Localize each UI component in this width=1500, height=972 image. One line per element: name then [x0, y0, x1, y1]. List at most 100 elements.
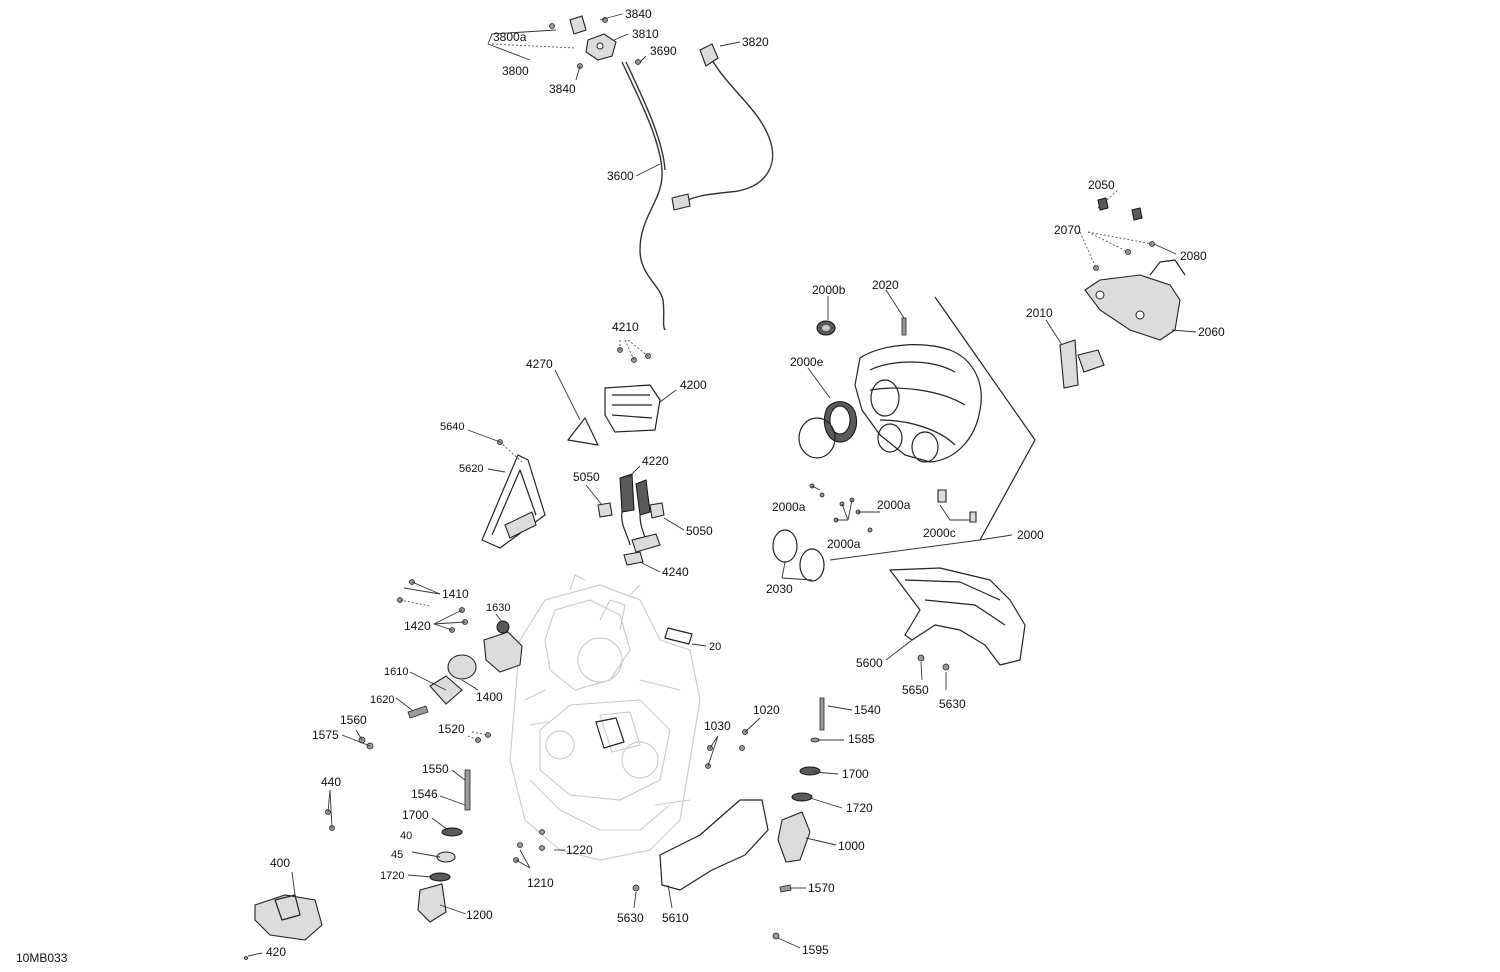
callout-1700-left: 1700	[402, 808, 429, 822]
callout-2000: 2000	[1017, 528, 1044, 542]
sleeve-20	[664, 627, 693, 645]
clip-5050-right	[649, 502, 665, 519]
callout-40: 40	[400, 830, 412, 842]
callout-1410: 1410	[442, 587, 469, 601]
callout-1595: 1595	[802, 943, 829, 957]
callout-5610: 5610	[662, 911, 689, 925]
callout-2000c: 2000c	[923, 526, 956, 540]
cover-5620	[481, 439, 546, 549]
callout-1620: 1620	[370, 694, 394, 706]
callout-5620: 5620	[459, 463, 483, 475]
callout-2050: 2050	[1088, 178, 1115, 192]
callout-4210: 4210	[612, 320, 639, 334]
diagram-code: 10MB033	[16, 951, 68, 965]
callout-2000a-left: 2000a	[772, 500, 806, 514]
sensor-2000c	[937, 489, 947, 503]
mount-bracket-2060	[1084, 197, 1186, 341]
sensor-connector	[671, 193, 691, 211]
callout-1720-right: 1720	[846, 801, 873, 815]
callout-2000a-bottom: 2000a	[827, 537, 861, 551]
clip-5050-left	[597, 502, 613, 518]
callout-2000e: 2000e	[790, 355, 824, 369]
callout-5640: 5640	[440, 421, 464, 433]
bracket-4200	[604, 347, 661, 433]
callout-3800: 3800	[502, 64, 529, 78]
callout-1520: 1520	[438, 722, 465, 736]
fitting-2000c	[969, 511, 977, 523]
callout-1000: 1000	[838, 839, 865, 853]
callout-2020: 2020	[872, 278, 899, 292]
callout-420: 420	[266, 945, 286, 959]
sensor-bracket	[699, 43, 719, 67]
throttle-housing	[549, 15, 641, 69]
callout-5600: 5600	[856, 656, 883, 670]
callout-440: 440	[321, 775, 341, 789]
callout-3800a: 3800a	[493, 30, 527, 44]
callout-45: 45	[391, 849, 403, 861]
callout-4200: 4200	[680, 378, 707, 392]
callout-5630-bottom: 5630	[617, 911, 644, 925]
callout-1610: 1610	[384, 666, 408, 678]
callout-1570: 1570	[808, 881, 835, 895]
intake-clamps-2030	[772, 529, 825, 582]
callout-1630: 1630	[486, 602, 510, 614]
callout-2000b: 2000b	[812, 283, 846, 297]
callout-5050-left: 5050	[573, 470, 600, 484]
callout-1400: 1400	[476, 690, 503, 704]
hoses-4220	[597, 473, 665, 547]
callout-20: 20	[709, 641, 721, 653]
callout-1020: 1020	[753, 703, 780, 717]
heat-shield-5610	[659, 799, 769, 891]
callout-1220: 1220	[566, 843, 593, 857]
callout-1540: 1540	[854, 703, 881, 717]
callout-2080: 2080	[1180, 249, 1207, 263]
throttle-cable-inner	[625, 61, 666, 171]
callout-1575: 1575	[312, 728, 339, 742]
callout-1560: 1560	[340, 713, 367, 727]
callout-3820: 3820	[742, 35, 769, 49]
callout-4220: 4220	[642, 454, 669, 468]
callout-1550: 1550	[422, 762, 449, 776]
mount-stack-1000	[772, 697, 825, 940]
fasteners-1020-1030	[705, 729, 748, 769]
callout-5630-right: 5630	[939, 697, 966, 711]
heat-shield-5600	[889, 567, 1026, 671]
air-intake-assembly	[798, 296, 1036, 541]
intake-clamp	[798, 417, 836, 459]
mount-stack-1200	[325, 732, 491, 923]
small-fasteners-1210-1220	[513, 829, 545, 863]
callout-1546: 1546	[411, 787, 438, 801]
throttle-cable	[621, 61, 666, 331]
callout-2030: 2030	[766, 582, 793, 596]
engine-ghost	[509, 574, 701, 861]
belt-4270	[567, 417, 599, 446]
sensor-harness	[679, 59, 774, 206]
leader-lines	[247, 13, 1197, 957]
callout-1420: 1420	[404, 619, 431, 633]
clips-4240	[623, 533, 661, 566]
callout-2000a-right: 2000a	[877, 498, 911, 512]
callout-1030: 1030	[704, 719, 731, 733]
callout-400: 400	[270, 856, 290, 870]
callout-1210: 1210	[527, 876, 554, 890]
callout-labels: 3840 3800a 3810 3690 3820 3800 3840 3600…	[16, 7, 1225, 965]
resonator-2010	[1059, 339, 1079, 389]
callout-3690: 3690	[650, 44, 677, 58]
screws-2000a	[809, 483, 873, 533]
callout-2070: 2070	[1054, 223, 1081, 237]
callout-1585: 1585	[848, 732, 875, 746]
mount-bracket-400	[254, 894, 323, 941]
callout-2010: 2010	[1026, 306, 1053, 320]
callout-3840: 3840	[625, 7, 652, 21]
callout-3600: 3600	[607, 169, 634, 183]
callout-5650: 5650	[902, 683, 929, 697]
callout-4270: 4270	[526, 357, 553, 371]
callout-1720-left: 1720	[380, 870, 404, 882]
callout-5050-right: 5050	[686, 524, 713, 538]
callout-3810: 3810	[632, 27, 659, 41]
callout-2060: 2060	[1198, 325, 1225, 339]
callout-4240: 4240	[662, 565, 689, 579]
screw-2020	[901, 317, 907, 336]
callout-3840-lower: 3840	[549, 82, 576, 96]
